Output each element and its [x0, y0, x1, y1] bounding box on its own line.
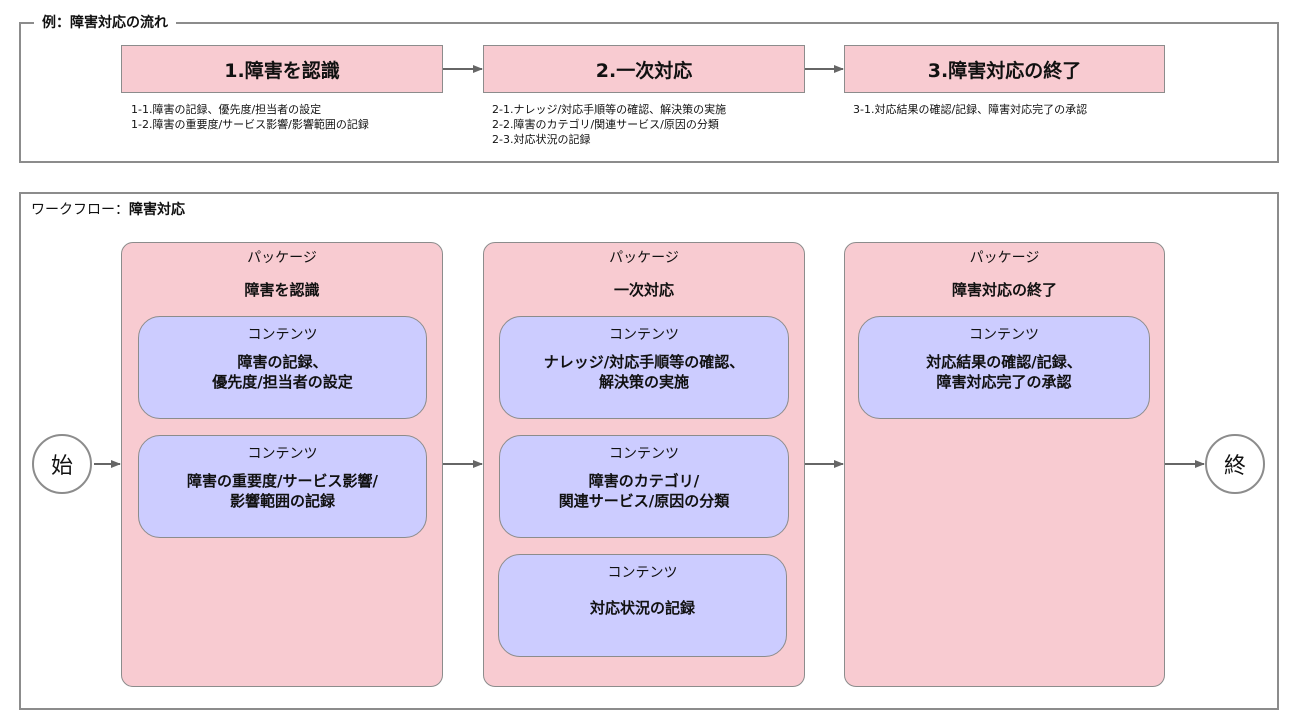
package-1-content-1: コンテンツ 障害の記録、 優先度/担当者の設定	[138, 316, 427, 419]
step-1-detail-1: 1-1.障害の記録、優先度/担当者の設定	[131, 103, 322, 116]
package-2-content-2: コンテンツ 障害のカテゴリ/ 関連サービス/原因の分類	[499, 435, 789, 538]
example-frame-title: 例：障害対応の流れ	[34, 14, 176, 32]
package-3-label: パッケージ	[969, 250, 1040, 266]
content-label: コンテンツ	[609, 446, 679, 462]
package-3-content-1: コンテンツ 対応結果の確認/記録、 障害対応完了の承認	[858, 316, 1150, 419]
content-label: コンテンツ	[247, 446, 318, 462]
workflow-frame-title: ワークフロー：障害対応	[31, 201, 185, 219]
workflow-title-prefix: ワークフロー：	[31, 202, 129, 218]
package-2-content-3: コンテンツ 対応状況の記録	[498, 554, 787, 657]
content-title: 対応状況の記録	[589, 599, 695, 617]
workflow-title-name: 障害対応	[129, 202, 185, 218]
content-label: コンテンツ	[609, 327, 679, 343]
step-2-details: 2-1.ナレッジ/対応手順等の確認、解決策の実施 2-2.障害のカテゴリ/関連サ…	[492, 102, 726, 147]
content-title: 障害の記録、 優先度/担当者の設定	[212, 353, 353, 391]
step-2-detail-1: 2-1.ナレッジ/対応手順等の確認、解決策の実施	[492, 103, 727, 116]
content-label: コンテンツ	[969, 327, 1039, 343]
content-label: コンテンツ	[607, 565, 678, 581]
package-2-title: 一次対応	[613, 281, 674, 299]
start-label: 始	[50, 454, 73, 479]
step-1-details: 1-1.障害の記録、優先度/担当者の設定 1-2.障害の重要度/サービス影響/影…	[131, 102, 369, 132]
package-1-label: パッケージ	[247, 250, 317, 266]
package-1-title: 障害を認識	[244, 281, 320, 299]
step-1-box: 1.障害を認識	[121, 45, 443, 93]
package-3-title: 障害対応の終了	[951, 281, 1057, 299]
content-title: 障害の重要度/サービス影響/ 影響範囲の記録	[187, 472, 378, 510]
end-label: 終	[1223, 454, 1246, 479]
content-title: ナレッジ/対応手順等の確認、 解決策の実施	[543, 353, 745, 391]
step-3-detail-1: 3-1.対応結果の確認/記録、障害対応完了の承認	[853, 103, 1088, 116]
step-1-detail-2: 1-2.障害の重要度/サービス影響/影響範囲の記録	[131, 118, 369, 131]
step-2-detail-2: 2-2.障害のカテゴリ/関連サービス/原因の分類	[492, 118, 719, 131]
content-title: 障害のカテゴリ/ 関連サービス/原因の分類	[558, 472, 730, 510]
step-3-details: 3-1.対応結果の確認/記録、障害対応完了の承認	[853, 102, 1087, 117]
step-2-detail-3: 2-3.対応状況の記録	[492, 133, 591, 146]
package-2-label: パッケージ	[609, 250, 679, 266]
step-2-title: 2.一次対応	[595, 59, 693, 82]
package-2-content-1: コンテンツ ナレッジ/対応手順等の確認、 解決策の実施	[499, 316, 789, 419]
step-2-box: 2.一次対応	[483, 45, 805, 93]
start-node: 始	[32, 434, 92, 494]
step-3-box: 3.障害対応の終了	[844, 45, 1165, 93]
step-3-title: 3.障害対応の終了	[927, 59, 1082, 82]
content-label: コンテンツ	[247, 327, 318, 343]
step-1-title: 1.障害を認識	[224, 59, 340, 82]
end-node: 終	[1205, 434, 1265, 494]
package-1-content-2: コンテンツ 障害の重要度/サービス影響/ 影響範囲の記録	[138, 435, 427, 538]
content-title: 対応結果の確認/記録、 障害対応完了の承認	[926, 353, 1082, 391]
